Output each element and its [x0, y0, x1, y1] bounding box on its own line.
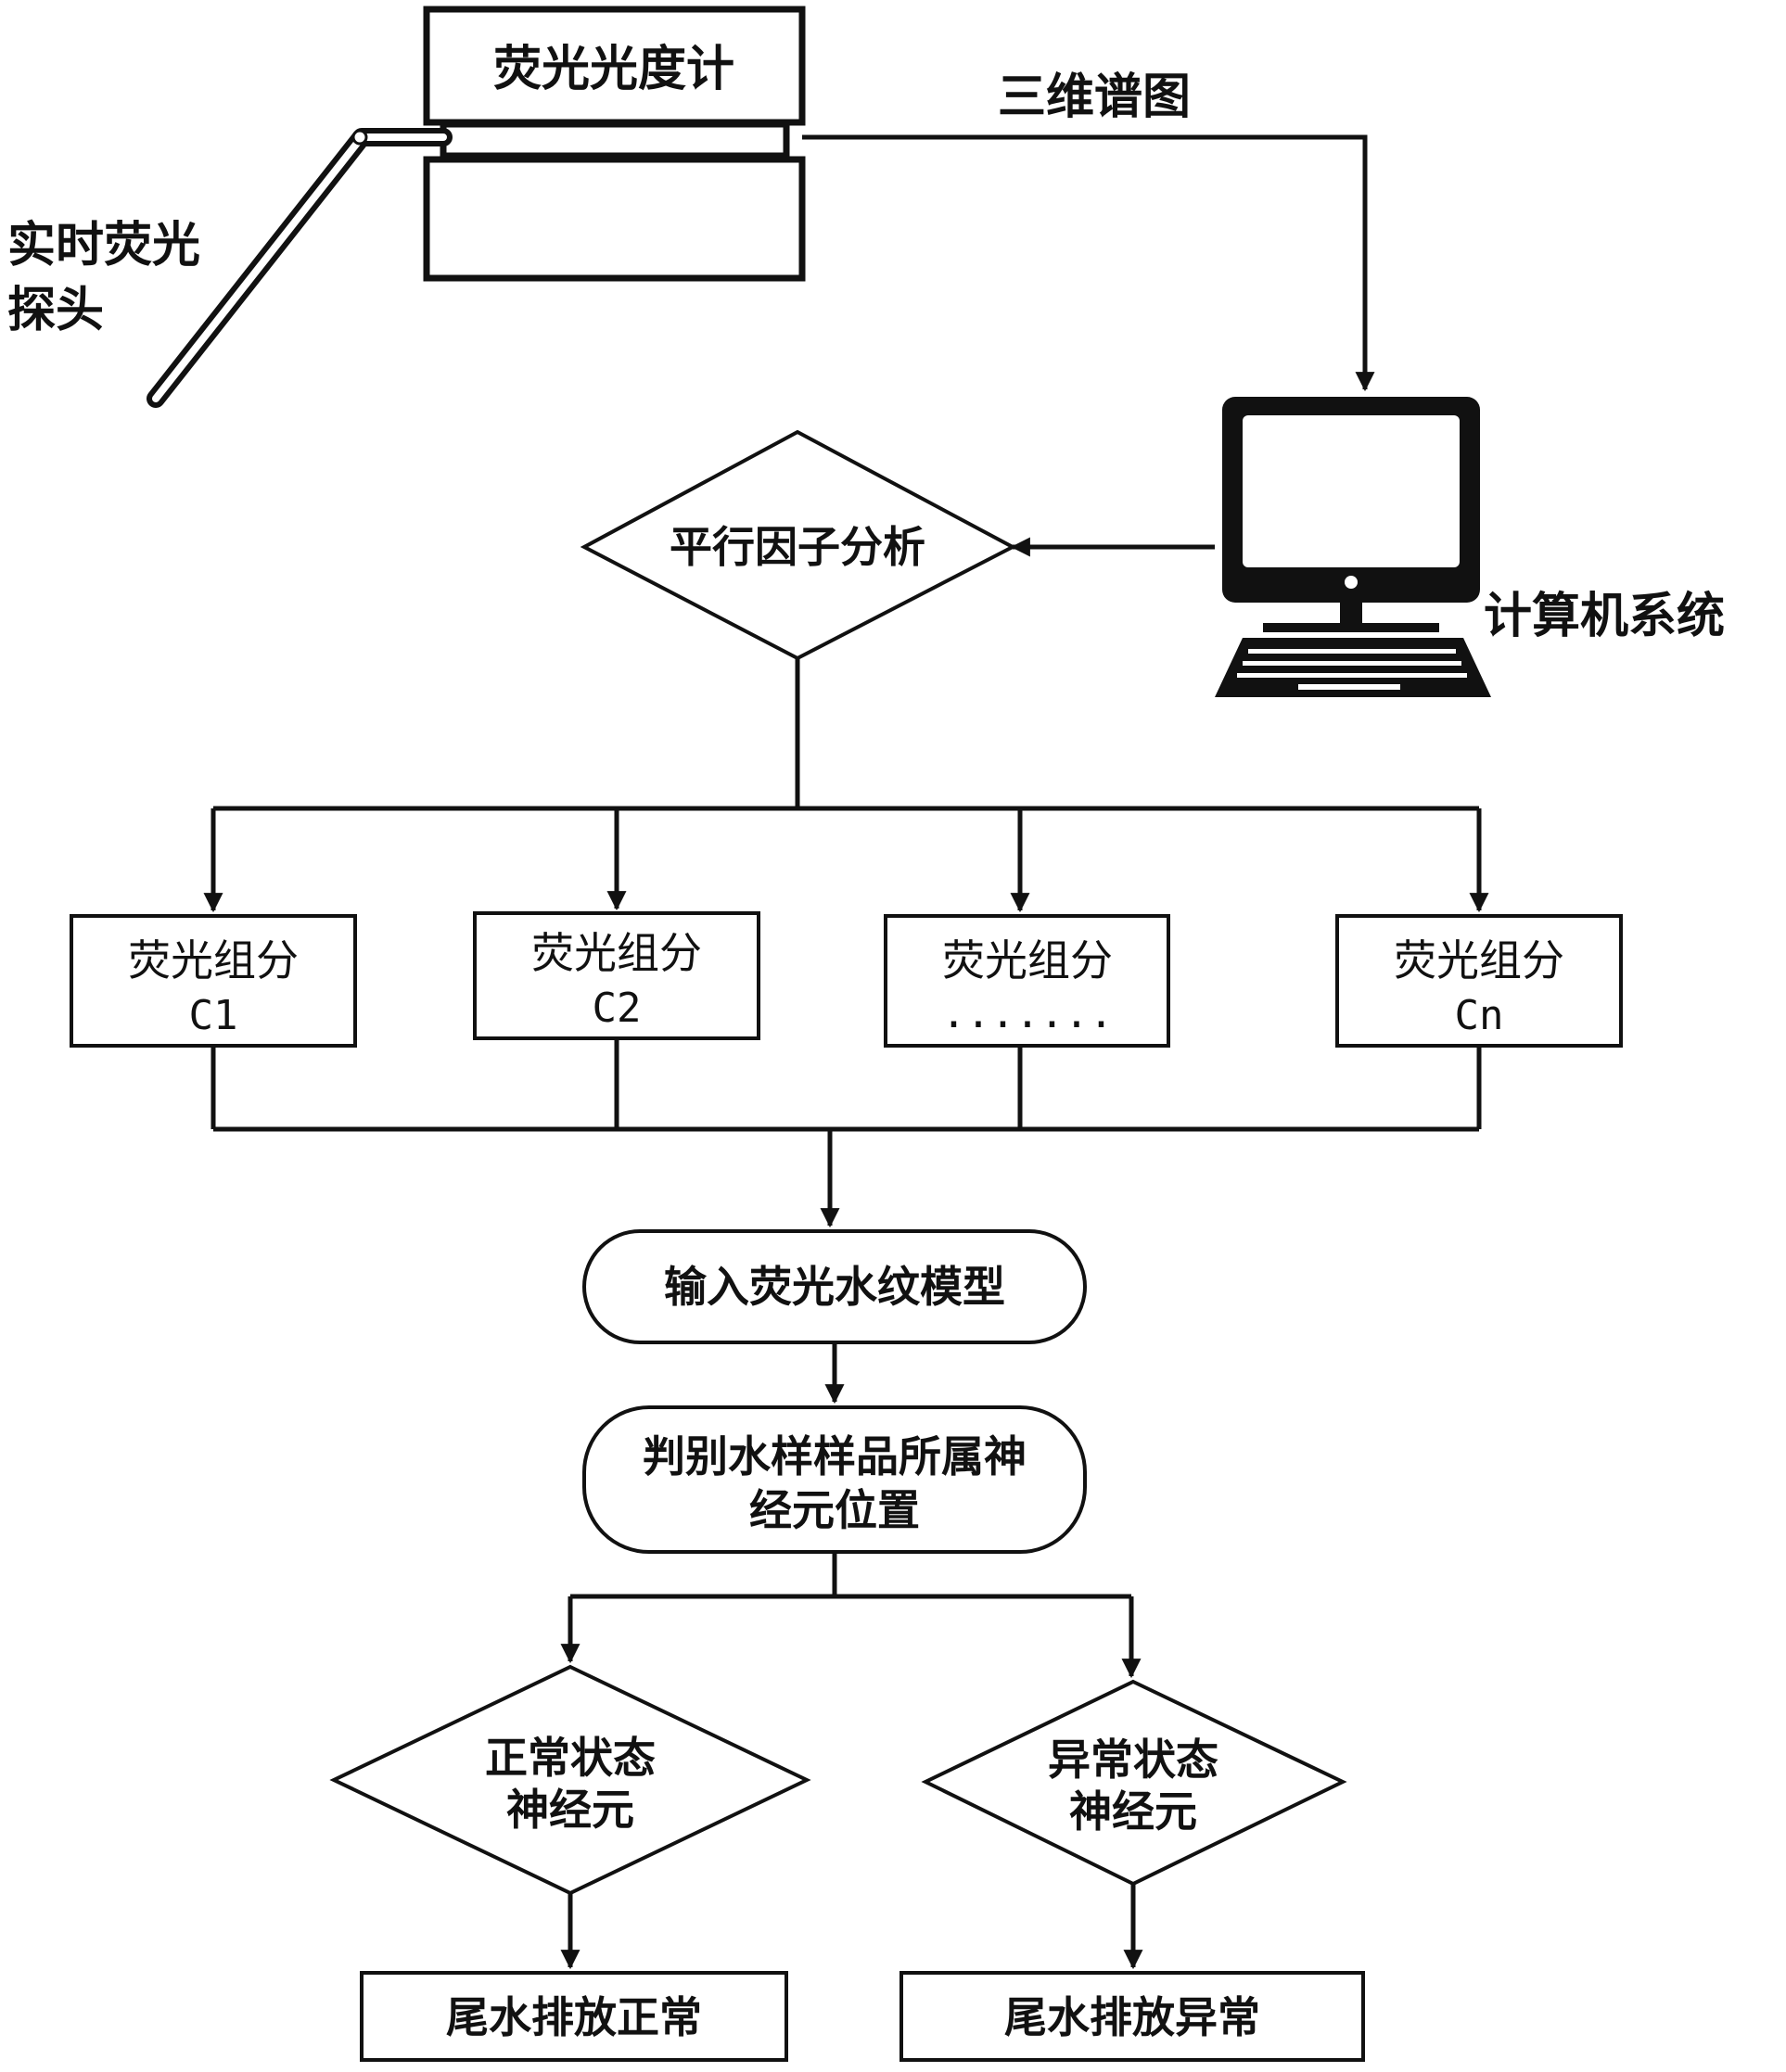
monitor-stand — [1340, 603, 1362, 625]
monitor-screen — [1243, 415, 1460, 567]
fluorometer-bottom-box — [423, 156, 806, 282]
probe-label-line1: 实时荧光 — [7, 218, 200, 273]
abnormal-result-label: 尾水排放异常 — [1004, 1992, 1260, 2042]
abnormal-result-box — [899, 1971, 1365, 2062]
component-name: 荧光组分 — [1394, 935, 1564, 985]
computer-label: 计算机系统 — [1484, 589, 1725, 644]
component-code: C2 — [593, 985, 642, 1032]
keyboard-spacebar — [1298, 684, 1400, 690]
component-code: Cn — [1455, 992, 1504, 1039]
component-name: 荧光组分 — [128, 935, 299, 985]
component-c1: 荧光组分 C1 — [70, 914, 357, 1048]
normal-neuron-line1: 正常状态 — [485, 1733, 656, 1783]
fluorometer-middle-band — [440, 121, 790, 159]
keyboard-row-1 — [1248, 649, 1456, 654]
fluorometer-label: 荧光光度计 — [493, 42, 734, 97]
component-box — [473, 911, 760, 1040]
classify-label-line1: 判别水样样品所属神 — [643, 1431, 1027, 1481]
component-cn: 荧光组分 Cn — [1335, 914, 1623, 1048]
component-code: C1 — [189, 992, 238, 1039]
classify-label-line2: 经元位置 — [749, 1485, 920, 1535]
abnormal-neuron-line2: 神经元 — [1069, 1786, 1197, 1837]
component-code: ....... — [941, 990, 1113, 1037]
spectrum-label: 三维谱图 — [998, 70, 1191, 125]
probe-label-line2: 探头 — [7, 283, 104, 338]
normal-result-label: 尾水排放正常 — [446, 1992, 702, 2042]
power-dot — [1345, 576, 1358, 589]
keyboard-row-2 — [1243, 661, 1461, 666]
component-box — [1335, 914, 1623, 1048]
monitor-base — [1263, 623, 1439, 632]
spectrum-arrow — [802, 134, 1375, 392]
normal-result-box — [360, 1971, 788, 2062]
fluorometer-instrument: 荧光光度计 — [423, 6, 806, 282]
component-c3: 荧光组分 ....... — [884, 914, 1170, 1048]
parafac-label: 平行因子分析 — [670, 522, 925, 572]
model-input-label: 输入荧光水纹模型 — [664, 1262, 1005, 1312]
probe-joint — [351, 129, 368, 146]
component-name: 荧光组分 — [531, 928, 702, 978]
computer-icon: 计算机系统 — [1215, 397, 1725, 697]
component-c2: 荧光组分 C2 — [473, 911, 760, 1040]
component-name: 荧光组分 — [942, 935, 1113, 985]
component-box — [884, 914, 1170, 1048]
normal-neuron-line2: 神经元 — [506, 1785, 634, 1835]
keyboard-row-3 — [1237, 673, 1467, 678]
probe: 实时荧光 探头 — [7, 128, 453, 408]
abnormal-neuron-line1: 异常状态 — [1048, 1735, 1218, 1785]
fluorometer-top-box — [423, 6, 806, 126]
